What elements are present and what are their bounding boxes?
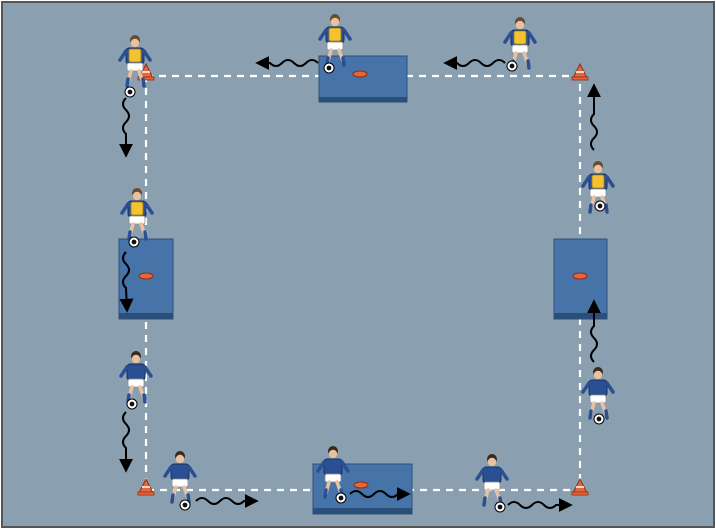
ball [495,502,505,512]
disc-marker-left [139,273,153,279]
ball [324,63,334,73]
box-top [319,56,407,102]
ball [595,201,605,211]
ball [127,399,137,409]
ball [129,237,139,247]
ball [180,500,190,510]
ball [336,493,346,503]
ball [507,61,517,71]
disc-marker-right [573,273,587,279]
ball [594,414,604,424]
box-right [554,239,607,319]
ball [125,87,135,97]
disc-marker-bottom [354,482,368,488]
disc-marker-top [353,71,367,77]
